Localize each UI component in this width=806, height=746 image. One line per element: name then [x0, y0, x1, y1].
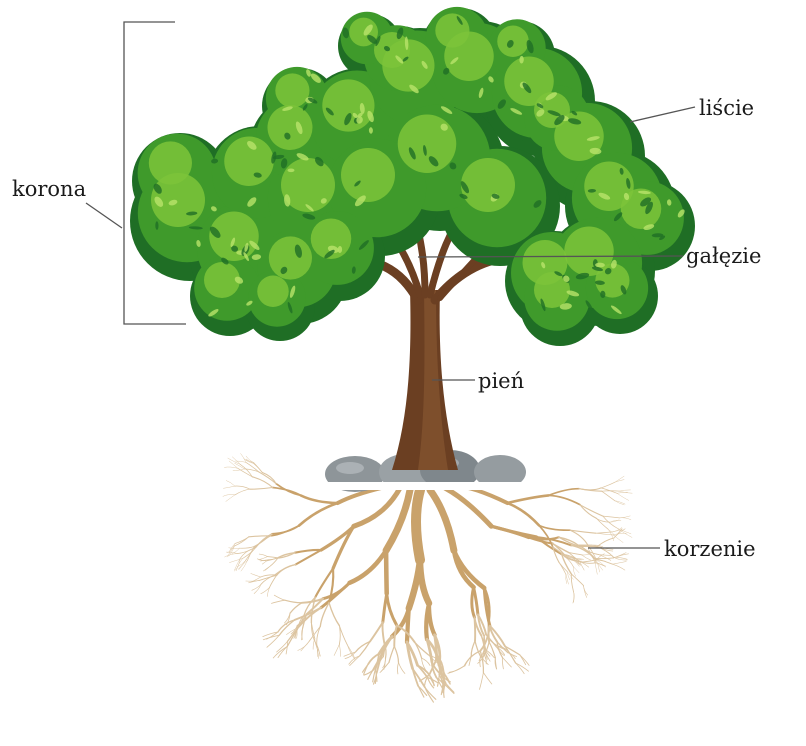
label-leaves: liście: [699, 96, 754, 120]
label-roots: korzenie: [664, 537, 756, 561]
leader-line-leaves: [630, 107, 695, 122]
roots-illustration: [223, 454, 632, 703]
label-trunk: pień: [478, 369, 524, 393]
label-branches: gałęzie: [686, 244, 761, 268]
label-crown: korona: [12, 177, 86, 201]
